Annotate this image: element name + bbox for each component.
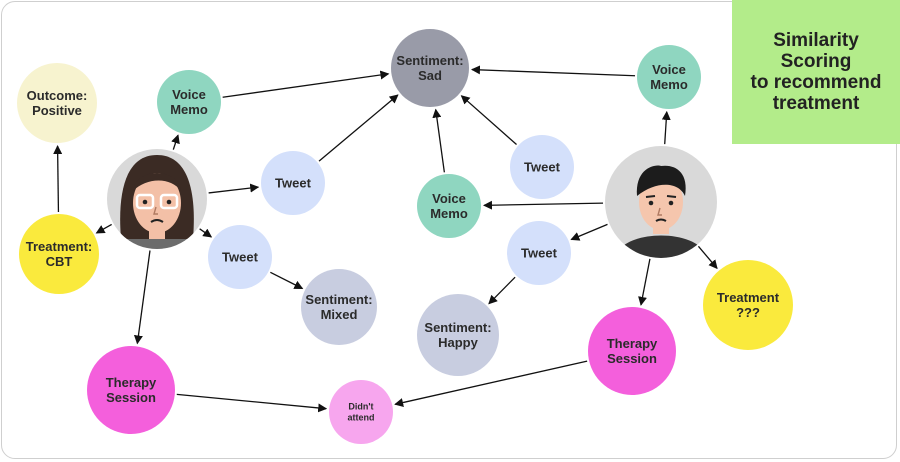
edges: [53, 65, 718, 413]
node-circle: [17, 63, 97, 143]
node-circle: [19, 214, 99, 294]
node-circle: [507, 221, 571, 285]
node-treatment-unknown: Treatment???: [703, 260, 793, 350]
node-label: Tweet: [275, 176, 312, 191]
node-circle: [703, 260, 793, 350]
node-label: Session: [106, 390, 156, 405]
edge-woman-to-tweet-1: [208, 183, 260, 194]
edge-treatment-cbt-to-outcome-positive: [53, 144, 63, 213]
node-sentiment-happy: Sentiment:Happy: [417, 294, 499, 376]
node-tweet-3: Tweet: [507, 221, 571, 285]
edge-voice-memo-1-to-sentiment-sad: [222, 70, 390, 98]
node-label: Memo: [430, 206, 468, 221]
node-label: Treatment:: [26, 239, 92, 254]
node-label: Session: [607, 351, 657, 366]
node-circle: [329, 380, 393, 444]
node-label: Sentiment:: [305, 292, 372, 307]
node-label: Outcome:: [27, 88, 88, 103]
node-label: Voice: [652, 62, 686, 77]
node-label: Tweet: [524, 160, 561, 175]
node-circle: [417, 294, 499, 376]
node-circle: [208, 225, 272, 289]
edge-woman-to-treatment-cbt: [95, 223, 112, 234]
edge-man-to-therapy-session-2: [638, 258, 651, 306]
node-label: Memo: [170, 102, 208, 117]
woman-avatar-icon: [107, 149, 207, 249]
man-avatar-icon: [605, 146, 717, 258]
edge-tweet-3-to-sentiment-happy: [488, 276, 516, 305]
edge-therapy-session-1-to-didnt-attend: [176, 393, 328, 413]
node-treatment-cbt: Treatment:CBT: [19, 214, 99, 294]
node-label: Treatment: [717, 290, 780, 305]
node-sentiment-mixed: Sentiment:Mixed: [301, 269, 377, 345]
node-label: Sentiment:: [396, 53, 463, 68]
node-tweet-1: Tweet: [261, 151, 325, 215]
node-label: Therapy: [607, 336, 658, 351]
node-outcome-positive: Outcome:Positive: [17, 63, 97, 143]
node-label: Happy: [438, 335, 479, 350]
edge-woman-to-voice-memo-1: [171, 134, 180, 150]
node-tweet-2: Tweet: [208, 225, 272, 289]
edge-tweet-2-to-sentiment-mixed: [270, 271, 304, 290]
node-label: attend: [348, 413, 375, 423]
node-circle: [301, 269, 377, 345]
node-label: Voice: [172, 87, 206, 102]
node-label: Tweet: [521, 246, 558, 261]
edge-man-to-voice-memo-2: [661, 110, 671, 145]
node-circle: [157, 70, 221, 134]
node-label: Sentiment:: [424, 320, 491, 335]
node-label: Didn't: [348, 402, 373, 412]
edge-tweet-1-to-sentiment-sad: [318, 94, 399, 162]
node-label: Mixed: [321, 307, 358, 322]
edge-voice-memo-2-to-sentiment-sad: [470, 65, 636, 77]
node-label: Positive: [32, 103, 82, 118]
similarity-scoring-callout: Similarity Scoring to recommend treatmen…: [732, 0, 900, 144]
node-tweet-top-right: Tweet: [510, 135, 574, 199]
node-circle: [261, 151, 325, 215]
node-label: ???: [736, 305, 760, 320]
node-label: Sad: [418, 68, 442, 83]
node-circle: [637, 45, 701, 109]
node-circle: [588, 307, 676, 395]
edge-man-to-treatment-unknown: [697, 245, 718, 270]
callout-text: Similarity Scoring to recommend treatmen…: [750, 30, 882, 114]
node-label: CBT: [46, 254, 73, 269]
node-circle: [391, 29, 469, 107]
node-circle: [87, 346, 175, 434]
node-circle: [417, 174, 481, 238]
edge-therapy-session-2-to-didnt-attend: [394, 360, 588, 407]
node-label: Voice: [432, 191, 466, 206]
node-sentiment-sad: Sentiment:Sad: [391, 29, 469, 107]
edge-man-to-voice-memo-3: [482, 200, 604, 210]
node-label: Tweet: [222, 250, 259, 265]
node-label: Memo: [650, 77, 688, 92]
edge-man-to-tweet-3: [570, 223, 608, 241]
edge-woman-to-tweet-2: [199, 228, 213, 238]
node-label: Therapy: [106, 375, 157, 390]
edge-voice-memo-3-to-sentiment-sad: [432, 108, 446, 173]
node-circle: [510, 135, 574, 199]
edge-woman-to-therapy-session-1: [133, 250, 151, 345]
edge-tweet-top-right-to-sentiment-sad: [460, 95, 517, 145]
